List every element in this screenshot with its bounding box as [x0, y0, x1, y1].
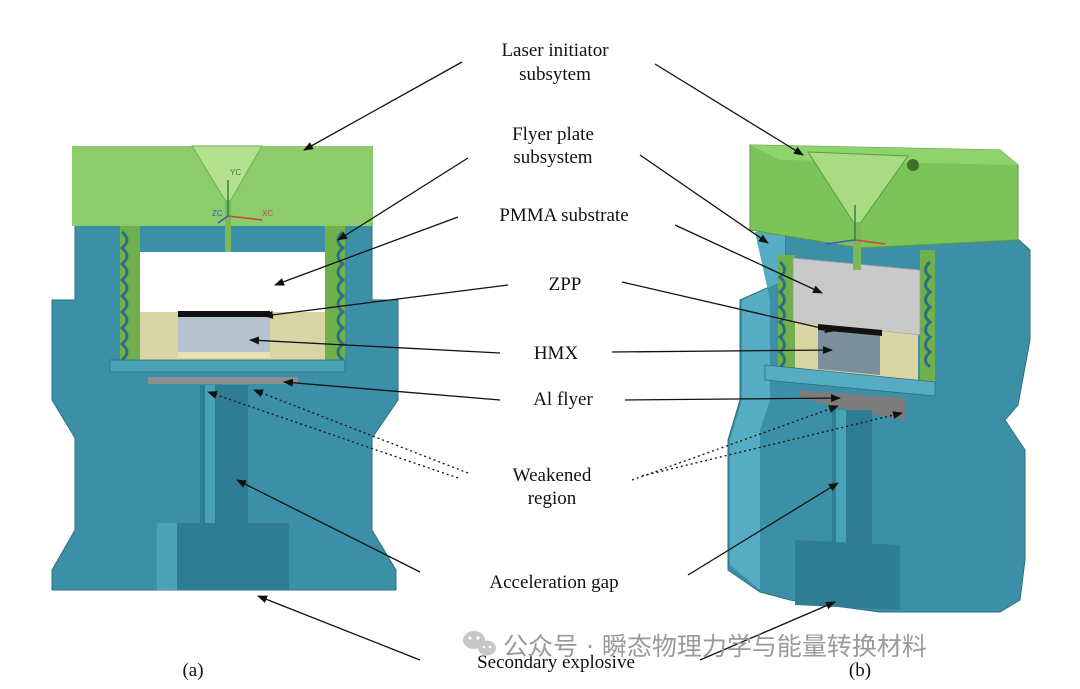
hmx-b: [818, 330, 880, 375]
label-weakened-2: region: [528, 488, 577, 509]
model-b: [727, 144, 1031, 613]
threads-right-b: [924, 260, 933, 369]
label-hmx: HMX: [534, 343, 579, 364]
screw-hole-b: [907, 159, 919, 171]
label-zpp: ZPP: [549, 274, 582, 295]
al-flyer-a: [148, 377, 298, 384]
panel-label-a: (a): [182, 660, 203, 681]
label-laser-initiator-1: Laser initiator: [501, 40, 609, 61]
explosive-cavity-a: [157, 523, 289, 590]
axis-xc-a: XC: [262, 209, 273, 218]
watermark-text: 公众号 · 瞬态物理力学与能量转换材料: [503, 632, 927, 661]
label-pmma: PMMA substrate: [499, 205, 628, 226]
pmma-b: [792, 257, 921, 336]
label-secondary-explosive: Secondary explosive: [477, 652, 635, 673]
ledge-a: [109, 359, 346, 373]
explosive-cavity-b: [795, 540, 900, 610]
label-laser-initiator-2: subsytem: [519, 64, 591, 85]
label-flyer-plate-1: Flyer plate: [512, 124, 594, 145]
axis-yc-a: YC: [230, 168, 241, 177]
panel-label-b: (b): [849, 660, 871, 681]
pmma-a: [140, 252, 325, 312]
axis-zc-a: ZC: [212, 209, 223, 218]
labels: Laser initiator subsytem Flyer plate sub…: [182, 40, 871, 681]
hmx-a: [178, 316, 270, 356]
watermark: 公众号 · 瞬态物理力学与能量转换材料: [463, 631, 927, 661]
threads-left-a: [119, 230, 129, 362]
model-a: YC XC ZC: [51, 145, 399, 591]
laser-cone-b: [807, 151, 909, 229]
arrows: [207, 61, 903, 661]
hmx-base-a: [178, 352, 270, 358]
label-acceleration-gap: Acceleration gap: [489, 572, 618, 593]
laser-cone-a: [191, 145, 263, 206]
label-flyer-plate-2: subsystem: [513, 147, 592, 168]
wechat-icon: [463, 631, 496, 656]
ledge-b: [764, 364, 936, 397]
label-weakened-1: Weakened: [513, 465, 592, 486]
zpp-a: [178, 311, 270, 317]
label-al-flyer: Al flyer: [533, 389, 593, 410]
threads-right-a: [336, 230, 346, 362]
